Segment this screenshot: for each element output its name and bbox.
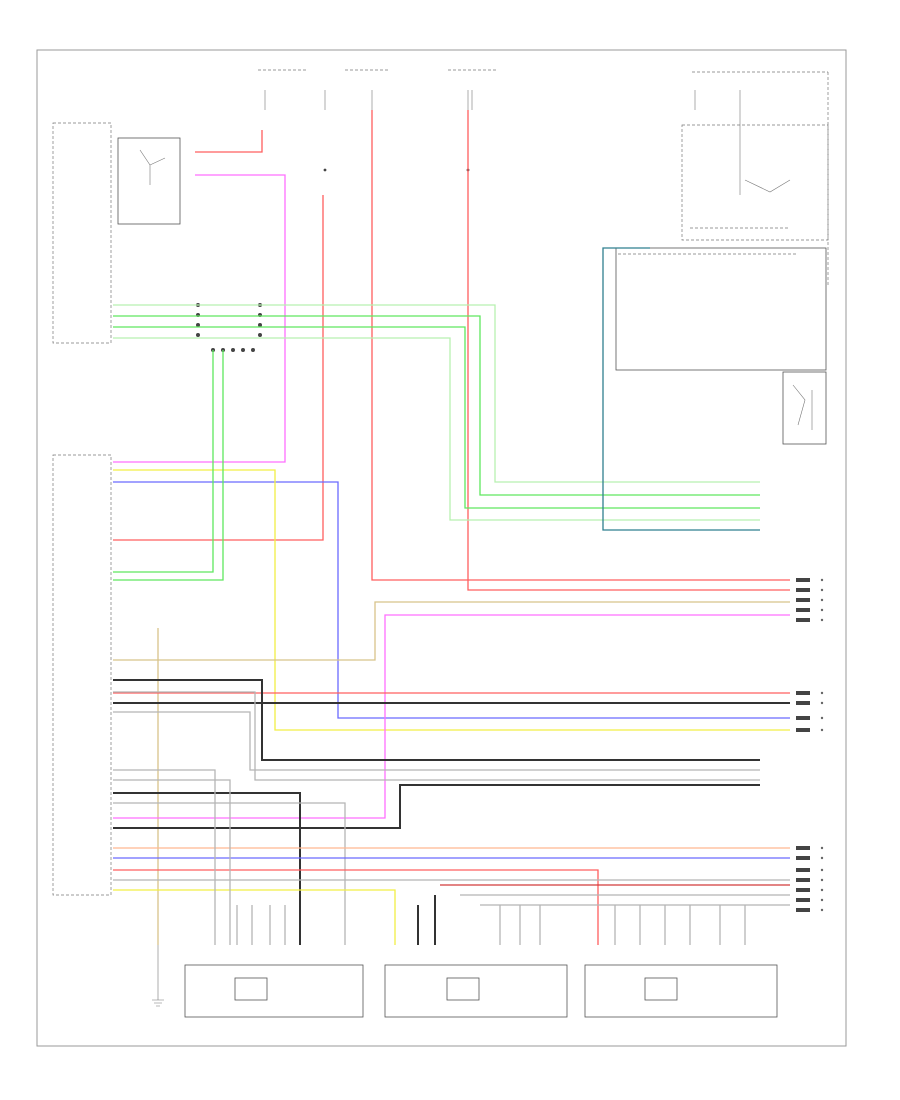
diagram-frame (36, 49, 847, 1047)
wire-gray-38 (499, 905, 541, 945)
wire-terminal-8 (796, 728, 810, 732)
switch-box-upper-left (117, 137, 181, 225)
terminal-pin-6 (820, 701, 824, 705)
terminal-pin-1 (820, 588, 824, 592)
actuator-box-middle (384, 964, 568, 1018)
sensor-box-right (782, 371, 827, 445)
wire-light_green-11 (113, 304, 760, 483)
terminal-pin-0 (820, 578, 824, 582)
terminal-layer (796, 578, 824, 912)
wire-terminal-4 (796, 618, 810, 622)
terminal-pin-11 (820, 868, 824, 872)
climate-control-module-box (52, 122, 112, 344)
wire-green-7 (113, 315, 760, 496)
terminal-pin-3 (820, 608, 824, 612)
wire-yellow-29 (113, 889, 396, 945)
terminal-pin-5 (820, 691, 824, 695)
climate-control-panel-box (52, 454, 112, 896)
relay-switch-symbol (739, 110, 791, 195)
fuse-column-group (258, 69, 829, 285)
wire-terminal-2 (796, 598, 810, 602)
terminal-pin-12 (820, 878, 824, 882)
wire-red-27 (113, 869, 599, 945)
wire-red-2 (371, 110, 790, 581)
terminal-pin-9 (820, 846, 824, 850)
terminal-pin-14 (820, 898, 824, 902)
wire-red-3 (467, 110, 790, 591)
wire-terminal-13 (796, 888, 810, 892)
wire-gray-24 (113, 802, 346, 945)
wire-gray-37 (236, 905, 286, 945)
wire-tan-14 (113, 601, 790, 661)
wire-terminal-7 (796, 716, 810, 720)
wire-gray-21 (113, 691, 760, 781)
terminal-pin-2 (820, 598, 824, 602)
wire-red-0 (195, 130, 263, 153)
wire-blue-5 (113, 481, 790, 719)
terminal-pin-15 (820, 908, 824, 912)
ground-symbol (152, 945, 164, 1007)
wire-green-9 (113, 350, 214, 573)
wire-terminal-5 (796, 691, 810, 695)
wire-terminal-3 (796, 608, 810, 612)
wire-terminal-10 (796, 856, 810, 860)
control-box-right (615, 247, 827, 371)
wire-terminal-0 (796, 578, 810, 582)
wire-gray-31 (113, 779, 231, 945)
wire-yellow-6 (113, 469, 790, 731)
wire-black-18 (113, 679, 760, 761)
relay-box-upper-right (681, 124, 829, 241)
wire-pink-1 (113, 174, 286, 463)
wire-layer (113, 110, 790, 945)
wire-black-22 (113, 784, 760, 829)
wire-terminal-15 (796, 908, 810, 912)
wire-gray-30 (113, 769, 216, 945)
terminal-pin-4 (820, 618, 824, 622)
actuator-box-left (184, 964, 364, 1018)
terminal-pin-13 (820, 888, 824, 892)
wire-terminal-6 (796, 701, 810, 705)
wire-gray-20 (113, 711, 760, 771)
wire-terminal-1 (796, 588, 810, 592)
wire-pink-16 (113, 614, 790, 819)
wire-light_green-12 (113, 337, 760, 521)
terminal-pin-8 (820, 728, 824, 732)
wire-terminal-9 (796, 846, 810, 850)
wire-terminal-12 (796, 878, 810, 882)
actuator-box-right (584, 964, 778, 1018)
wire-green-10 (113, 350, 224, 581)
switch-symbol-upper-left (139, 149, 166, 185)
terminal-pin-7 (820, 716, 824, 720)
wire-gray-39 (614, 905, 746, 945)
wire-green-8 (113, 326, 760, 509)
wire-black-23 (113, 792, 301, 945)
wire-teal-13 (602, 247, 760, 531)
wire-terminal-14 (796, 898, 810, 902)
wire-red-4 (113, 195, 324, 541)
terminal-pin-10 (820, 856, 824, 860)
wire-terminal-11 (796, 868, 810, 872)
